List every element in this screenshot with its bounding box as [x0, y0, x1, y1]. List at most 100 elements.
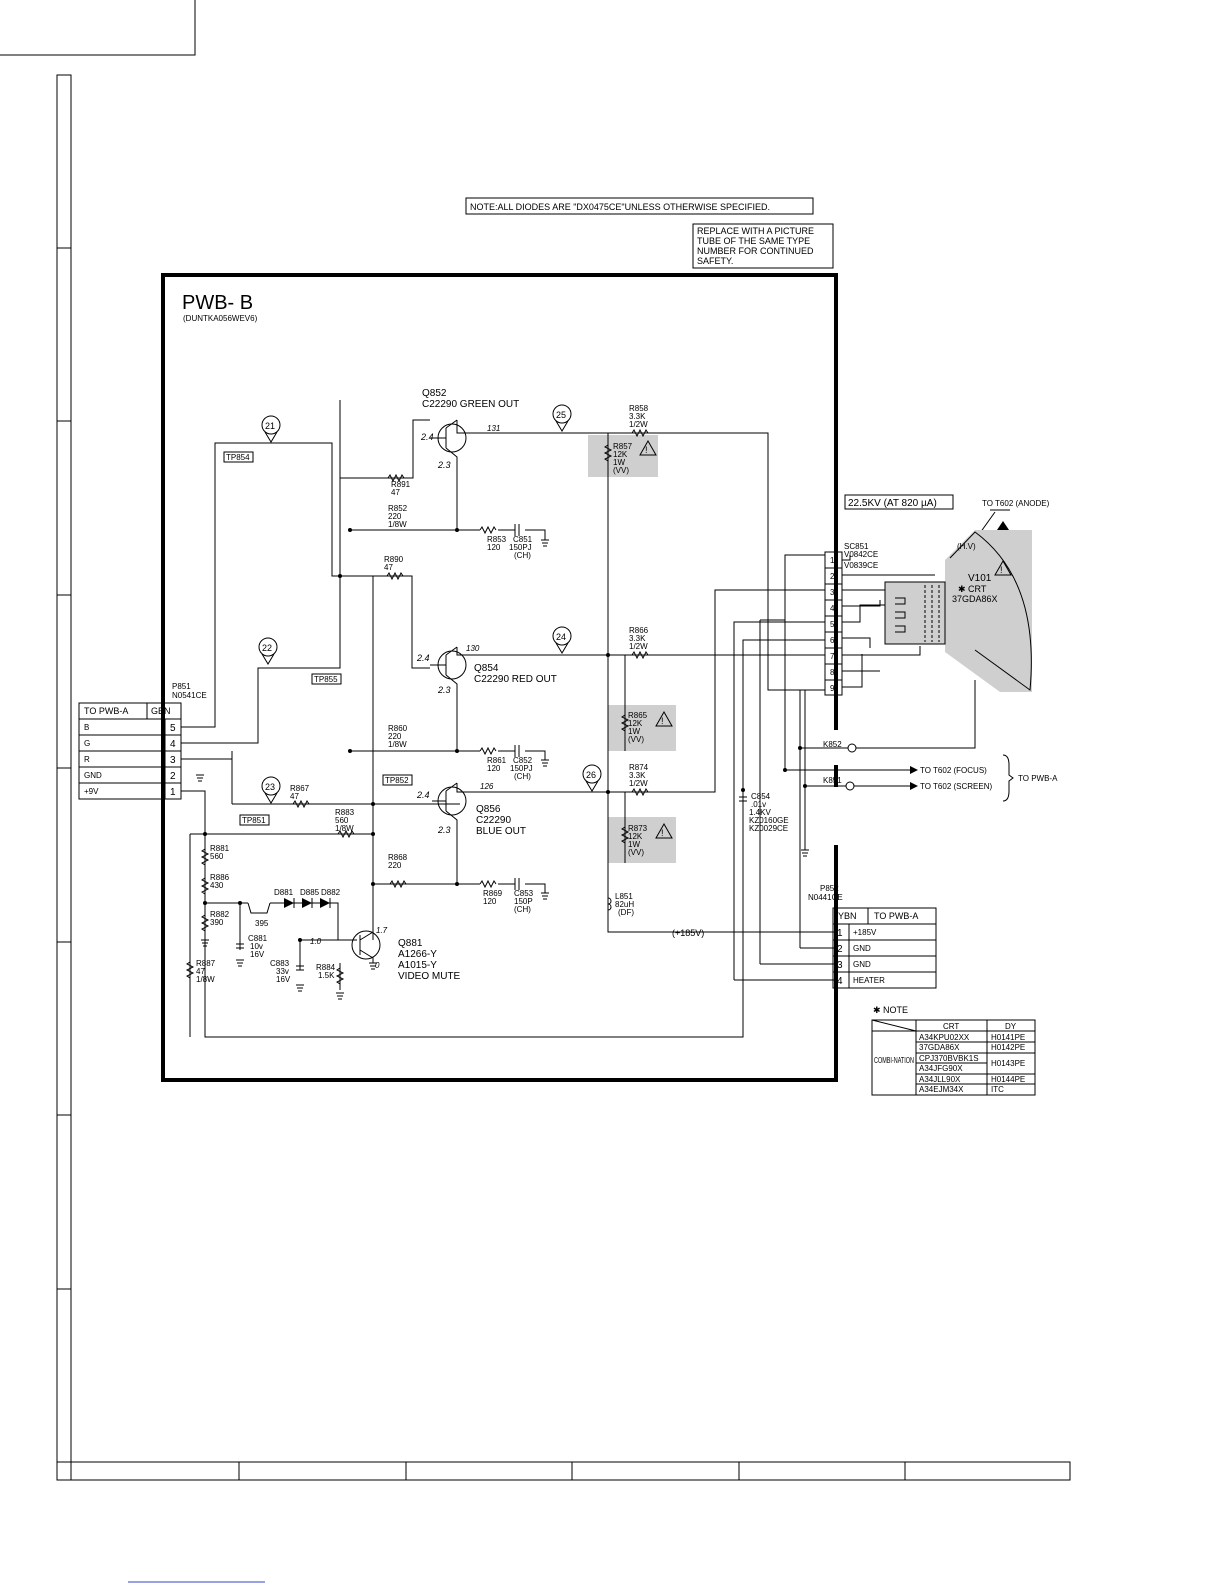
svg-text:37GDA86X: 37GDA86X: [952, 594, 998, 604]
svg-text:R883: R883: [335, 808, 355, 817]
svg-text:R852: R852: [388, 504, 408, 513]
safety-note-line: REPLACE WITH A PICTURE: [697, 226, 814, 236]
socket-sc851: SC851 V0842CE V0839CE 1 2 3 4 5 6 7 8 9: [824, 542, 878, 696]
svg-text:4: 4: [837, 976, 843, 987]
svg-text:2.3: 2.3: [437, 460, 451, 470]
svg-text:560: 560: [335, 816, 349, 825]
hv-labels: 22.5KV (AT 820 µA) TO T602 (ANODE) (H.V)…: [844, 494, 1050, 604]
svg-text:2.4: 2.4: [420, 432, 434, 442]
junction-dots: [203, 528, 807, 942]
svg-text:5: 5: [170, 723, 176, 734]
component-labels: R891 47 R852 220 1/8W R853 120 C851 150P…: [196, 404, 789, 984]
svg-text:KZ0160GE: KZ0160GE: [749, 816, 789, 825]
destination-labels: K852 K851 TO T602 (FOCUS) TO T602 (SCREE…: [823, 740, 1058, 791]
svg-text:H0141PE: H0141PE: [991, 1033, 1025, 1042]
svg-text:2.3: 2.3: [437, 825, 451, 835]
k851-terminal: [845, 781, 855, 791]
svg-text:82uH: 82uH: [615, 900, 634, 909]
sc851-ref: SC851: [844, 542, 869, 551]
diode-note-text: NOTE:ALL DIODES ARE "DX0475CE"UNLESS OTH…: [470, 202, 770, 212]
svg-text:6: 6: [830, 636, 835, 645]
test-point-21: 21: [261, 415, 281, 443]
svg-text:9: 9: [830, 684, 835, 693]
svg-text:R857: R857: [613, 442, 633, 451]
svg-text:V0842CE: V0842CE: [844, 550, 878, 559]
safety-note-line: SAFETY.: [697, 256, 733, 266]
safety-note: REPLACE WITH A PICTURE TUBE OF THE SAME …: [692, 223, 834, 269]
circuit-wires: [181, 400, 1010, 1038]
svg-text:3.3K: 3.3K: [629, 771, 646, 780]
svg-text:H0143PE: H0143PE: [991, 1059, 1025, 1068]
q856-part: C22290: [476, 815, 511, 826]
svg-text:(VV): (VV): [628, 735, 644, 744]
svg-text:130: 130: [466, 644, 480, 653]
svg-text:R858: R858: [629, 404, 649, 413]
svg-text:!: !: [661, 716, 664, 726]
svg-text:R881: R881: [210, 844, 230, 853]
svg-text:1: 1: [837, 928, 843, 939]
q852-ref: Q852: [422, 388, 447, 399]
svg-text:1: 1: [170, 787, 176, 798]
svg-text:21: 21: [265, 421, 275, 431]
svg-text:560: 560: [210, 852, 224, 861]
ground-symbols: [196, 539, 809, 1000]
svg-text:47: 47: [391, 488, 400, 497]
diode-note: NOTE:ALL DIODES ARE "DX0475CE"UNLESS OTH…: [465, 197, 814, 215]
svg-text:3: 3: [837, 960, 843, 971]
tp855-label: TP855: [314, 675, 338, 684]
svg-text:D882: D882: [321, 888, 341, 897]
k852-terminal: [847, 743, 857, 753]
svg-text:1.7: 1.7: [376, 926, 388, 935]
svg-text:C852: C852: [513, 756, 533, 765]
svg-text:12K: 12K: [613, 450, 628, 459]
combo-side-label: COMBI-NATION: [874, 1056, 914, 1065]
test-point-26: 26: [582, 764, 602, 792]
svg-text:R860: R860: [388, 724, 408, 733]
svg-text:A34KPU02XX: A34KPU02XX: [919, 1033, 970, 1042]
r857-shade: [588, 435, 658, 477]
q856-func: BLUE OUT: [476, 826, 526, 837]
svg-text:(DF): (DF): [618, 908, 634, 917]
svg-text:1/2W: 1/2W: [629, 779, 648, 788]
svg-text:+185V: +185V: [853, 928, 877, 937]
svg-text:3: 3: [170, 755, 176, 766]
transistor-labels: Q852 C22290 GREEN OUT 2.4 2.3 131 Q854 C…: [310, 388, 557, 982]
svg-text:3: 3: [830, 588, 835, 597]
tp-labels: TP854 TP855 TP851 TP852: [223, 451, 413, 826]
svg-text:2.4: 2.4: [416, 790, 430, 800]
svg-text:R873: R873: [628, 824, 648, 833]
svg-text:GND: GND: [853, 960, 871, 969]
svg-text:7: 7: [830, 652, 835, 661]
svg-text:R890: R890: [384, 555, 404, 564]
svg-text:220: 220: [388, 861, 402, 870]
svg-text:R882: R882: [210, 910, 230, 919]
transistor-q852: [430, 423, 467, 453]
board-code: (DUNTKA056WEV6): [183, 314, 258, 323]
svg-text:R891: R891: [391, 480, 411, 489]
svg-text:3.3K: 3.3K: [629, 634, 646, 643]
svg-text:CRT: CRT: [943, 1022, 959, 1031]
svg-text:0: 0: [375, 961, 380, 970]
svg-text:R866: R866: [629, 626, 649, 635]
svg-text:R886: R886: [210, 873, 230, 882]
svg-text:1W: 1W: [628, 727, 640, 736]
page-frame: [0, 0, 1071, 1583]
svg-text:C881: C881: [248, 934, 268, 943]
transistor-q854: [430, 650, 467, 680]
board-title: PWB- B: [182, 292, 253, 314]
to-pwba-label: TO PWB-A: [1018, 774, 1058, 783]
l851-inductor: [607, 897, 612, 911]
svg-text:R853: R853: [487, 535, 507, 544]
svg-text:GND: GND: [853, 944, 871, 953]
svg-text:KZ0029CE: KZ0029CE: [749, 824, 788, 833]
svg-text:R867: R867: [290, 784, 310, 793]
svg-text:DY: DY: [1005, 1022, 1017, 1031]
svg-text:ITC: ITC: [991, 1085, 1004, 1094]
focus-label: TO T602 (FOCUS): [920, 766, 987, 775]
svg-text:VIDEO MUTE: VIDEO MUTE: [398, 971, 461, 982]
svg-text:D881: D881: [274, 888, 294, 897]
q854-part: C22290 RED OUT: [474, 674, 557, 685]
svg-text:+9V: +9V: [84, 787, 99, 796]
svg-text:1: 1: [830, 556, 835, 565]
svg-text:120: 120: [483, 897, 497, 906]
